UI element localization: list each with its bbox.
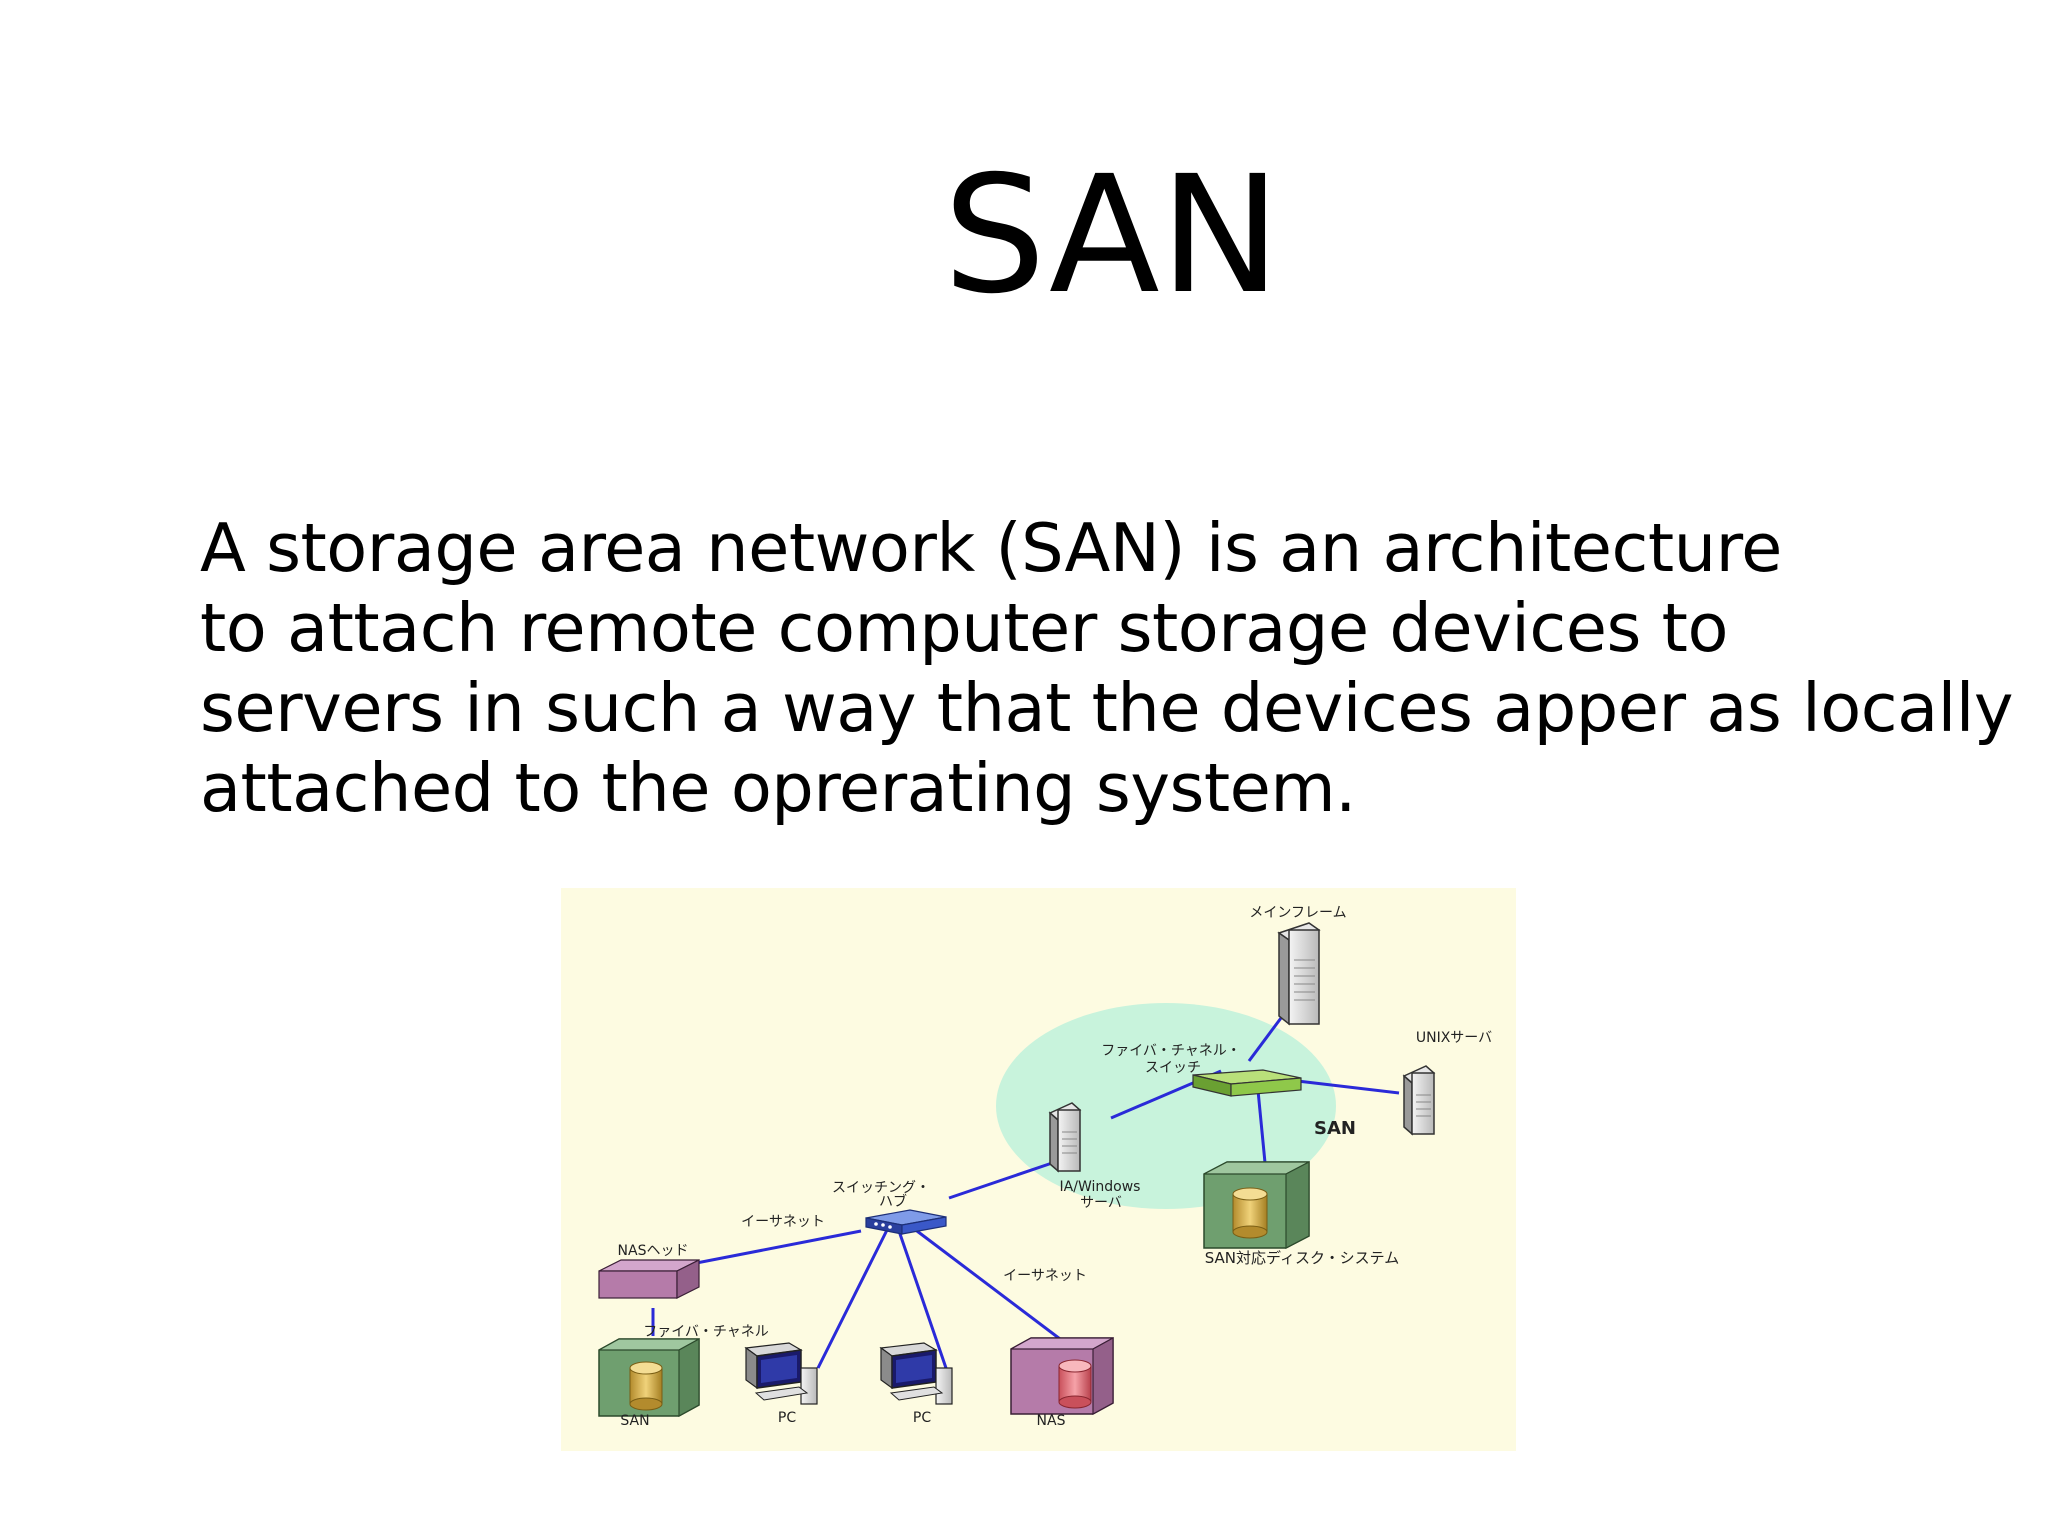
san-network-diagram: メインフレーム ファイバ・チャネル・ スイッチ UNIXサーバ SAN IA bbox=[561, 888, 1516, 1451]
mainframe-icon bbox=[1277, 922, 1321, 1026]
ethernet-label: イーサネット bbox=[741, 1214, 825, 1230]
nas-label: NAS bbox=[1037, 1413, 1066, 1429]
san-disk-label: SAN対応ディスク・システム bbox=[1205, 1249, 1399, 1267]
pc-icon bbox=[879, 1342, 953, 1405]
ia-windows-label: サーバ bbox=[1080, 1195, 1122, 1211]
unix-server-label: UNIXサーバ bbox=[1416, 1030, 1492, 1046]
pc-label: PC bbox=[913, 1410, 931, 1426]
fibre-channel-switch-icon bbox=[1192, 1069, 1302, 1097]
san-disk-system-icon bbox=[1203, 1161, 1310, 1249]
switching-hub-icon bbox=[865, 1209, 947, 1235]
fc-switch-label: ファイバ・チャネル・ bbox=[1101, 1043, 1241, 1059]
nas-icon bbox=[1010, 1336, 1114, 1416]
nas-head-icon bbox=[598, 1259, 700, 1299]
ia-windows-server-icon bbox=[1048, 1102, 1082, 1173]
fibre-channel-label: ファイバ・チャネル bbox=[643, 1324, 769, 1340]
body-line: A storage area network (SAN) is an archi… bbox=[200, 509, 1782, 587]
san-storage-label: SAN bbox=[620, 1413, 649, 1429]
body-line: attached to the oprerating system. bbox=[200, 749, 1356, 827]
pc-label: PC bbox=[778, 1410, 796, 1426]
network-links bbox=[644, 1017, 1400, 1369]
san-cloud bbox=[996, 1003, 1336, 1209]
slide-body: A storage area network (SAN) is an archi… bbox=[200, 508, 2014, 828]
san-storage-icon bbox=[598, 1337, 700, 1418]
ethernet-label: イーサネット bbox=[1003, 1268, 1087, 1284]
san-cloud-label: SAN bbox=[1314, 1118, 1356, 1139]
switching-hub-label: ハブ bbox=[879, 1193, 907, 1210]
fc-switch-label: スイッチ bbox=[1145, 1060, 1201, 1076]
unix-server-icon bbox=[1402, 1065, 1436, 1136]
body-line: to attach remote computer storage device… bbox=[200, 589, 1728, 667]
mainframe-label: メインフレーム bbox=[1249, 905, 1346, 921]
body-line: servers in such a way that the devices a… bbox=[200, 669, 2014, 747]
slide-title: SAN bbox=[943, 142, 1281, 330]
ia-windows-label: IA/Windows bbox=[1060, 1179, 1141, 1195]
nas-head-label: NASヘッド bbox=[618, 1243, 689, 1259]
pc-icon bbox=[744, 1342, 818, 1405]
switching-hub-label: スイッチング・ bbox=[832, 1180, 930, 1196]
